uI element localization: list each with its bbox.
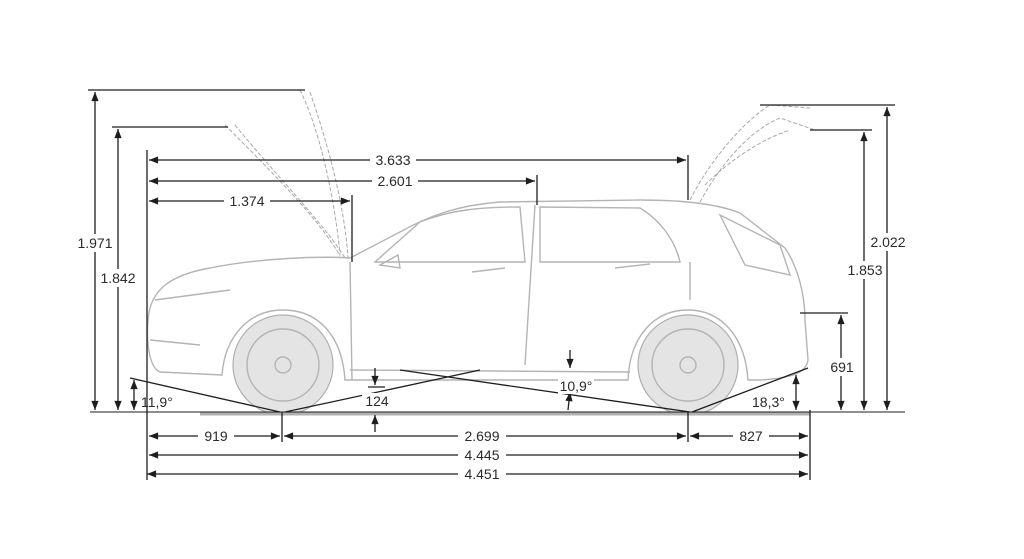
front-wheel	[232, 314, 334, 416]
label-front-to-b-pillar: 2.601	[377, 173, 412, 189]
label-overall-length-alt: 4.451	[464, 466, 499, 482]
label-overall-height-open-hood: 1.971	[77, 235, 112, 251]
extension-lines	[88, 89, 895, 480]
label-departure-angle: 18,3°	[752, 394, 785, 410]
label-height-tailgate: 1.853	[847, 262, 882, 278]
label-front-overhang: 919	[204, 428, 228, 444]
label-hood-to-rear: 3.633	[375, 152, 410, 168]
label-loading-sill-height: 691	[830, 359, 854, 375]
label-overall-height-open-tailgate: 2.022	[870, 234, 905, 250]
open-hood-outline	[224, 89, 349, 259]
dimension-labels: 1.971 1.842 3.633 2.601 1.374 2.022 1.85…	[76, 151, 909, 483]
open-tailgate-outline	[689, 104, 816, 203]
label-front-to-windscreen: 1.374	[229, 193, 264, 209]
label-overall-length: 4.445	[464, 447, 499, 463]
label-ground-clearance: 124	[365, 393, 389, 409]
label-ramp-angle: 10,9°	[560, 378, 593, 394]
label-wheelbase: 2.699	[464, 428, 499, 444]
label-approach-angle: 11,9°	[141, 394, 173, 410]
dimension-arrows	[91, 92, 891, 478]
label-height-hood-front: 1.842	[100, 270, 135, 286]
label-rear-overhang: 827	[739, 428, 763, 444]
rear-wheel	[637, 314, 739, 416]
